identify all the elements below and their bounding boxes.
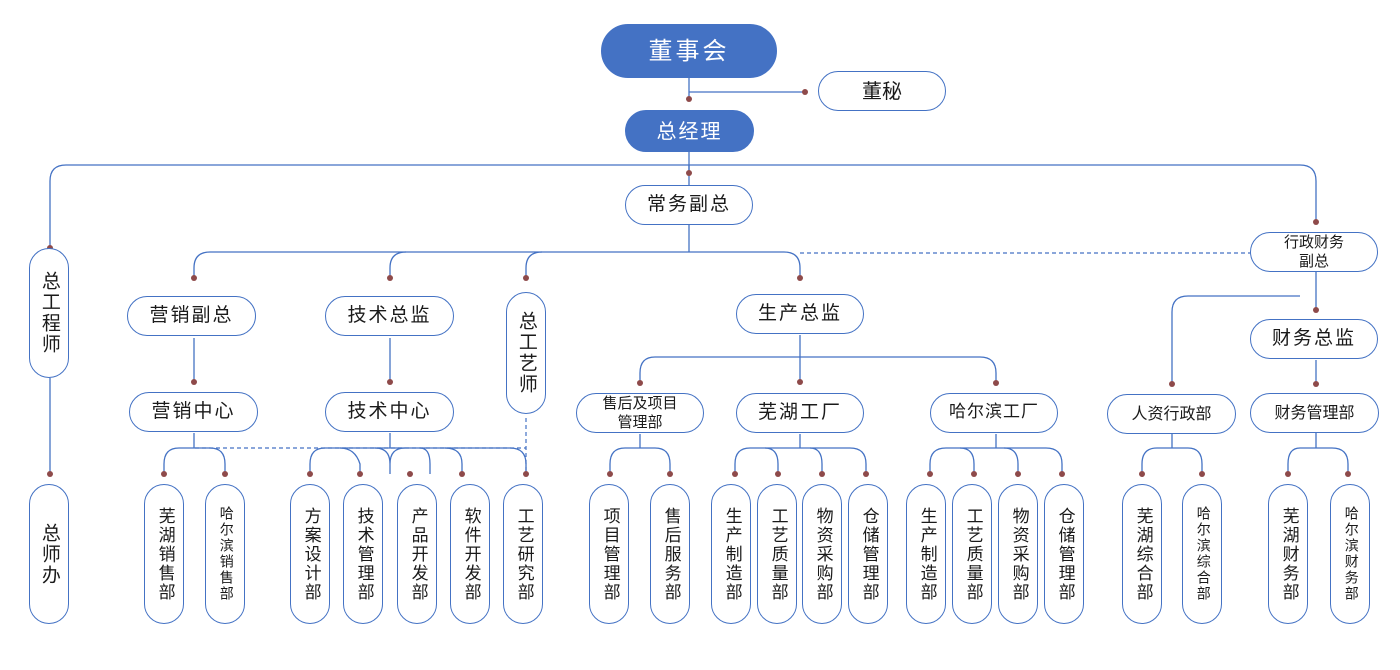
node-process-research[interactable]: 工艺研究部 <box>503 484 543 624</box>
node-wuhu-quality[interactable]: 工艺质量部 <box>757 484 797 624</box>
node-tech-mgmt[interactable]: 技术管理部 <box>343 484 383 624</box>
leaf-label: 方案设计部 <box>300 506 321 602</box>
node-chief-engineer-office-label: 总师办 <box>38 522 61 586</box>
node-solution-design[interactable]: 方案设计部 <box>290 484 330 624</box>
leaf-label: 芜湖财务部 <box>1278 506 1299 602</box>
node-general-manager[interactable]: 总经理 <box>625 110 754 152</box>
node-harbin-sales[interactable]: 哈尔滨销售部 <box>205 484 245 624</box>
leaf-label: 技术管理部 <box>353 506 374 602</box>
node-wuhu-warehouse[interactable]: 仓储管理部 <box>848 484 888 624</box>
leaf-label: 生产制造部 <box>721 506 742 602</box>
node-wuhu-production[interactable]: 生产制造部 <box>711 484 751 624</box>
node-harbin-finance[interactable]: 哈尔滨财务部 <box>1330 484 1370 624</box>
node-finance-director[interactable]: 财务总监 <box>1250 319 1378 359</box>
node-harbin-general[interactable]: 哈尔滨综合部 <box>1182 484 1222 624</box>
leaf-label: 哈尔滨财务部 <box>1342 506 1359 602</box>
leaf-label: 芜湖销售部 <box>154 506 175 602</box>
node-marketing-vp[interactable]: 营销副总 <box>127 296 256 336</box>
leaf-label: 哈尔滨综合部 <box>1194 506 1211 602</box>
leaf-label: 工艺质量部 <box>962 506 983 602</box>
leaf-label: 仓储管理部 <box>1054 506 1075 602</box>
node-wuhu-sales[interactable]: 芜湖销售部 <box>144 484 184 624</box>
node-project-mgmt[interactable]: 项目管理部 <box>589 484 629 624</box>
node-harbin-production[interactable]: 生产制造部 <box>906 484 946 624</box>
leaf-label: 产品开发部 <box>407 506 428 602</box>
node-after-sales-project[interactable]: 售后及项目 管理部 <box>576 393 704 433</box>
leaf-label: 仓储管理部 <box>858 506 879 602</box>
node-harbin-factory[interactable]: 哈尔滨工厂 <box>930 393 1058 433</box>
node-software-dev[interactable]: 软件开发部 <box>450 484 490 624</box>
leaf-label: 芜湖综合部 <box>1132 506 1153 602</box>
node-production-director[interactable]: 生产总监 <box>736 294 864 334</box>
node-admin-finance-vp[interactable]: 行政财务 副总 <box>1250 232 1378 272</box>
node-harbin-warehouse[interactable]: 仓储管理部 <box>1044 484 1084 624</box>
node-tech-center[interactable]: 技术中心 <box>325 392 454 432</box>
leaf-label: 哈尔滨销售部 <box>217 506 234 602</box>
node-board-secretary[interactable]: 董秘 <box>818 71 946 111</box>
node-chief-process-engineer-label: 总工艺师 <box>515 311 538 395</box>
node-wuhu-finance[interactable]: 芜湖财务部 <box>1268 484 1308 624</box>
node-executive-vp[interactable]: 常务副总 <box>625 185 753 225</box>
leaf-label: 软件开发部 <box>460 506 481 602</box>
node-chief-engineer-office[interactable]: 总师办 <box>29 484 69 624</box>
leaf-label: 工艺研究部 <box>513 506 534 602</box>
node-after-sales-service[interactable]: 售后服务部 <box>650 484 690 624</box>
node-wuhu-procurement[interactable]: 物资采购部 <box>802 484 842 624</box>
node-chief-engineer[interactable]: 总工程师 <box>29 248 69 378</box>
node-harbin-quality[interactable]: 工艺质量部 <box>952 484 992 624</box>
node-hr-admin[interactable]: 人资行政部 <box>1107 394 1236 434</box>
node-harbin-procurement[interactable]: 物资采购部 <box>998 484 1038 624</box>
leaf-label: 生产制造部 <box>916 506 937 602</box>
leaf-label: 物资采购部 <box>812 506 833 602</box>
leaf-label: 售后服务部 <box>660 506 681 602</box>
node-finance-mgmt[interactable]: 财务管理部 <box>1250 393 1379 433</box>
node-wuhu-general[interactable]: 芜湖综合部 <box>1122 484 1162 624</box>
node-tech-director[interactable]: 技术总监 <box>325 296 454 336</box>
node-wuhu-factory[interactable]: 芜湖工厂 <box>736 393 864 433</box>
node-chief-process-engineer[interactable]: 总工艺师 <box>506 292 546 414</box>
node-board[interactable]: 董事会 <box>601 24 777 78</box>
leaf-label: 物资采购部 <box>1008 506 1029 602</box>
node-product-dev[interactable]: 产品开发部 <box>397 484 437 624</box>
node-chief-engineer-label: 总工程师 <box>38 271 61 355</box>
leaf-label: 工艺质量部 <box>767 506 788 602</box>
node-marketing-center[interactable]: 营销中心 <box>129 392 258 432</box>
leaf-label: 项目管理部 <box>599 506 620 602</box>
